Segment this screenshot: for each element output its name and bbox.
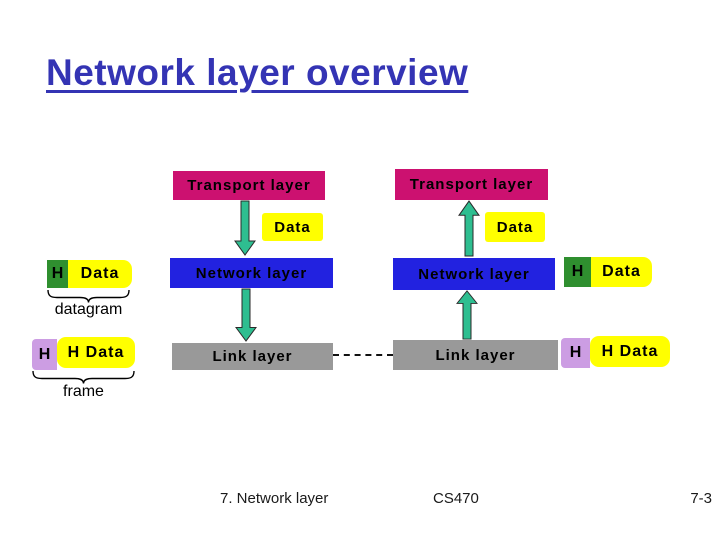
frame-label: frame — [63, 383, 104, 400]
datagram-header-box: H — [47, 260, 68, 288]
frame-header-box: H — [32, 339, 57, 370]
right-network-layer-box: Network layer — [393, 258, 555, 290]
right-transport-layer-box: Transport layer — [395, 169, 548, 200]
up-arrow-icon — [456, 290, 478, 340]
footer-lesson: 7. Network layer — [220, 490, 329, 507]
left-transport-layer-box: Transport layer — [173, 171, 325, 200]
up-arrow-icon — [458, 200, 480, 257]
left-link-layer-box: Link layer — [172, 343, 333, 370]
right-link-layer-box: Link layer — [393, 340, 558, 370]
down-arrow-icon — [235, 288, 257, 342]
frame-payload-box: H Data — [590, 336, 670, 367]
datagram-label: datagram — [54, 301, 123, 318]
underbrace-icon — [47, 289, 130, 303]
footer-page-number: 7-3 — [690, 490, 712, 507]
left-data-box: Data — [262, 213, 323, 241]
datagram-payload-box: Data — [591, 257, 652, 287]
page-title: Network layer overview — [46, 52, 469, 93]
frame-payload-box: H Data — [57, 337, 135, 368]
frame-header-box: H — [561, 338, 590, 368]
down-arrow-icon — [234, 200, 256, 256]
datagram-header-box: H — [564, 257, 591, 287]
underbrace-icon — [32, 370, 135, 384]
right-data-box: Data — [485, 212, 545, 242]
dashed-wire — [333, 354, 393, 356]
datagram-payload-box: Data — [68, 260, 132, 288]
left-network-layer-box: Network layer — [170, 258, 333, 288]
footer-course: CS470 — [433, 490, 479, 507]
